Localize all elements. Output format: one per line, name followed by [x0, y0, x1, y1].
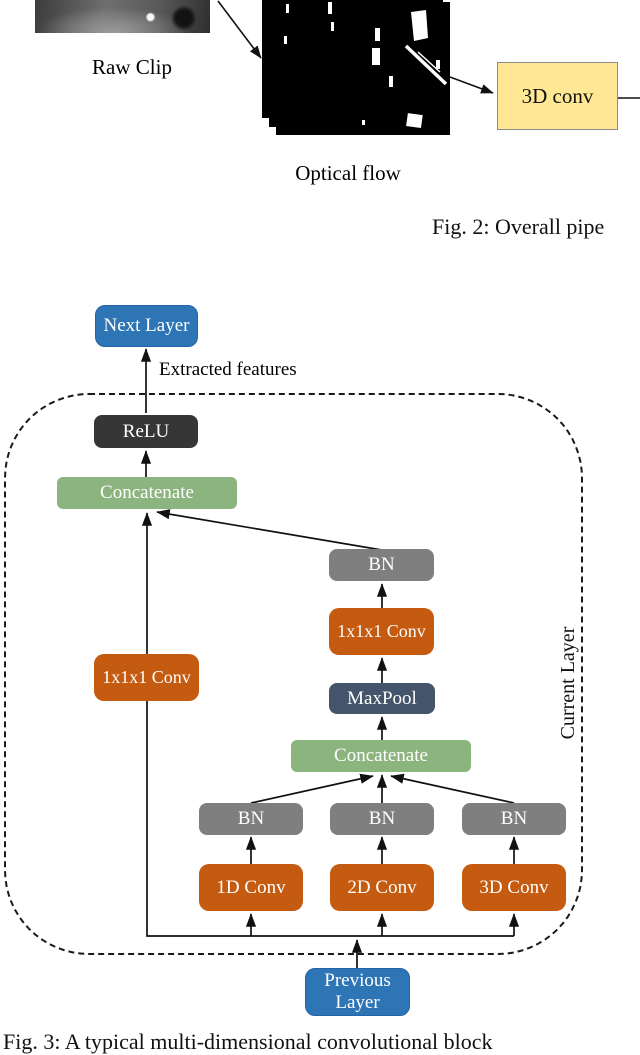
conv-1d-node: 1D Conv — [199, 864, 303, 911]
concatenate-mid-node: Concatenate — [291, 740, 471, 772]
arrow-rawclip-to-opticalflow — [217, 0, 262, 59]
previous-layer-line1: Previous — [324, 970, 391, 992]
extracted-features-label: Extracted features — [159, 359, 297, 380]
bn-1d-node: BN — [199, 803, 303, 835]
arrow-opticalflow-to-3dconv — [449, 76, 494, 94]
current-layer-label: Current Layer — [557, 626, 579, 740]
optical-flow-label: Optical flow — [295, 161, 401, 185]
relu-node: ReLU — [94, 415, 198, 448]
bn-top-node: BN — [329, 549, 434, 581]
figure2-caption: Fig. 2: Overall pipe — [432, 214, 605, 239]
bn-3d-node: BN — [462, 803, 566, 835]
maxpool-node: MaxPool — [329, 683, 435, 714]
concatenate-top-node: Concatenate — [57, 477, 237, 509]
previous-layer-node: Previous Layer — [305, 968, 410, 1016]
conv-1x1x1-left-node: 1x1x1 Conv — [94, 654, 199, 701]
figure3-caption: Fig. 3: A typical multi-dimensional conv… — [3, 1029, 493, 1054]
arrow-bn3-to-concatenate2 — [390, 773, 515, 804]
conv-1x1x1-right-node: 1x1x1 Conv — [329, 608, 434, 655]
conv-3d-node: 3D Conv — [462, 864, 566, 911]
arrow-bn1-to-concatenate2 — [250, 773, 374, 804]
previous-layer-line2: Layer — [335, 992, 380, 1013]
conv-2d-node: 2D Conv — [330, 864, 434, 911]
next-layer-node: Next Layer — [95, 305, 198, 347]
current-layer-boundary — [4, 393, 583, 955]
conv3d-box: 3D conv — [497, 62, 618, 130]
bn-2d-node: BN — [330, 803, 434, 835]
arrow-bn-to-concatenate — [156, 509, 383, 551]
raw-clip-image — [35, 0, 210, 33]
raw-clip-label: Raw Clip — [92, 55, 172, 79]
